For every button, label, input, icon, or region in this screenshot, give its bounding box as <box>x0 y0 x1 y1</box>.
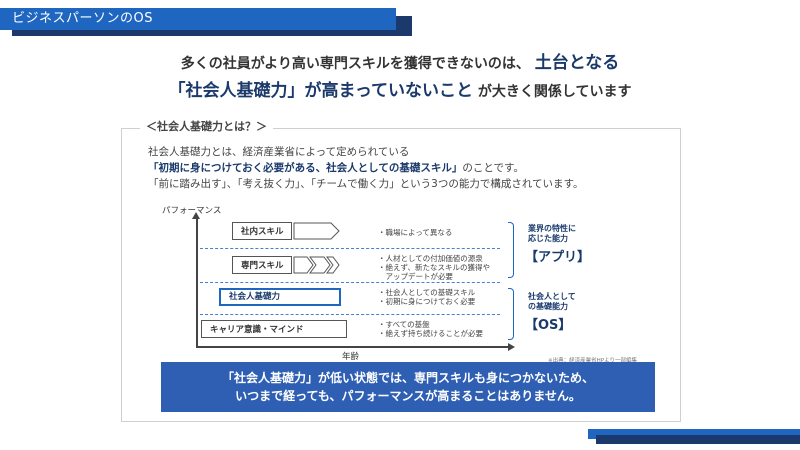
y-axis-arrow <box>192 212 200 219</box>
os-group-description: 社会人として の基礎能力 <box>528 292 576 312</box>
skill-box-specialized-chevrons <box>293 256 340 274</box>
x-axis <box>196 346 510 348</box>
definition-line-2: 「初期に身につけておく必要がある、社会人としての基礎スキル」のことです。 <box>148 160 668 175</box>
definition-emphasis: 「初期に身につけておく必要がある、社会人としての基礎スキル」 <box>148 162 463 174</box>
row-divider <box>200 314 500 315</box>
callout-line-1: 「社会人基礎力」が低い状態では、専門スキルも身につかないため、 <box>221 371 594 385</box>
os-group-brace <box>508 288 514 340</box>
definition-line-1: 社会人基礎力とは、経済産業省によって定められている <box>148 146 410 158</box>
app-group-description: 業界の特性に 応じた能力 <box>528 224 576 244</box>
headline-2b: が大きく関係しています <box>477 84 632 100</box>
app-group-line-2: 応じた能力 <box>528 234 568 243</box>
footer-bar-shadow <box>596 435 800 444</box>
skill-box-career-mindset: キャリア意識・マインド <box>201 320 347 338</box>
title-banner: ビジネスパーソンのOS <box>0 8 412 36</box>
row-notes-career-mindset: ・すべての基盤 ・絶えず持ち続けることが必要 <box>378 320 483 338</box>
note: ・絶えず、新たなスキルの獲得や <box>378 263 490 272</box>
row-divider <box>200 248 500 249</box>
x-axis-arrow <box>508 343 515 351</box>
headline-line-1: 多くの社員がより高い専門スキルを獲得できないのは、 土台となる <box>0 48 800 73</box>
app-group-brace <box>508 222 514 278</box>
row-divider <box>200 282 500 283</box>
headline-2a: 「社会人基礎力」が高まっていないこと <box>168 81 473 101</box>
app-group-tag: 【アプリ】 <box>525 250 591 265</box>
source-note: ※出典：経済産業省HPより一部編集 <box>548 358 637 364</box>
note: ・すべての基盤 <box>378 320 430 329</box>
banner-bar <box>0 8 396 30</box>
callout-line-2: いつまで経っても、パフォーマンスが高まることはありません。 <box>235 389 581 403</box>
page-title: ビジネスパーソンのOS <box>12 11 153 26</box>
note: ・職場によって異なる <box>378 228 453 237</box>
skill-box-foundation: 社会人基礎力 <box>219 288 341 306</box>
footer-decoration <box>588 429 800 444</box>
skill-box-specialized: 専門スキル <box>232 256 292 274</box>
definition-line-3: 「前に踏み出す」、「考え抜く力」、「チームで働く力」という3つの能力で構成されて… <box>148 178 584 190</box>
row-notes-specialized: ・人材としての付加価値の源泉 ・絶えず、新たなスキルの獲得や アップデートが必要 <box>378 254 490 281</box>
note: ・人材としての付加価値の源泉 <box>378 254 483 263</box>
note: アップデートが必要 <box>378 272 453 281</box>
panel-tag: ＜社会人基礎力とは？＞ <box>140 118 273 134</box>
os-group-line-2: の基礎能力 <box>528 302 568 311</box>
y-axis <box>196 218 198 348</box>
os-group-line-1: 社会人として <box>528 292 576 301</box>
skill-box-in-house: 社内スキル <box>232 222 292 240</box>
note: ・社会人としての基礎スキル <box>378 288 476 297</box>
y-axis-label: パフォーマンス <box>162 206 222 216</box>
note: ・初期に身につけておく必要 <box>378 297 476 306</box>
skill-box-in-house-extension <box>293 222 340 240</box>
definition-line-2-rest: のことです。 <box>462 162 525 174</box>
footer-bar <box>588 429 800 439</box>
x-axis-label: 年齢 <box>342 352 360 362</box>
note: ・絶えず持ち続けることが必要 <box>378 329 483 338</box>
row-notes-in-house: ・職場によって異なる <box>378 228 452 237</box>
headline-1a: 多くの社員がより高い専門スキルを獲得できないのは、 <box>180 56 530 72</box>
headline-line-2: 「社会人基礎力」が高まっていないこと が大きく関係しています <box>0 76 800 101</box>
headline-1b: 土台となる <box>534 53 620 73</box>
os-group-tag: 【OS】 <box>525 318 572 333</box>
conclusion-callout: 「社会人基礎力」が低い状態では、専門スキルも身につかないため、 いつまで経っても… <box>161 362 655 412</box>
row-notes-foundation: ・社会人としての基礎スキル ・初期に身につけておく必要 <box>378 288 475 306</box>
app-group-line-1: 業界の特性に <box>528 224 576 233</box>
